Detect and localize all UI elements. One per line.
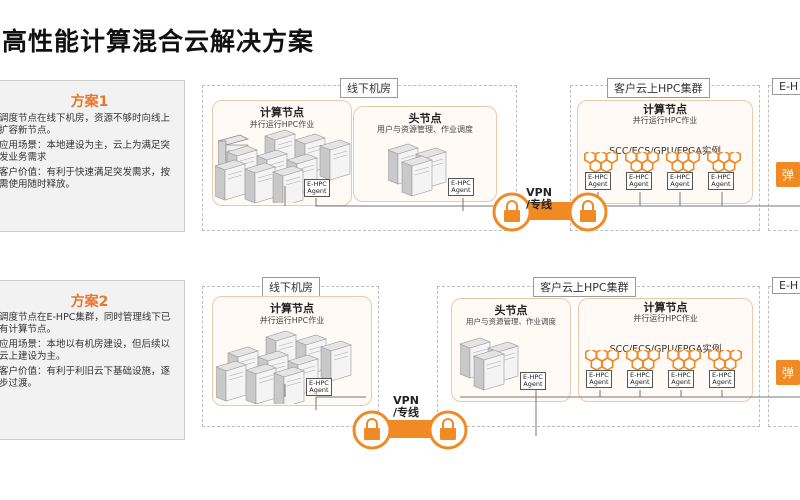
- instance-hex-icon: [666, 152, 700, 173]
- vpn-tunnel-2: [352, 410, 468, 450]
- solution-2-line-1: 调度节点在E-HPC集群，同时管理线下已有计算节点。: [0, 312, 171, 335]
- cloud-compute-1-sub: 并行运行HPC作业: [632, 116, 698, 125]
- solution-2-line-3: 客户价值：有利于利旧云下基础设施，逐步过渡。: [0, 366, 171, 389]
- solution-1-line-2: 应用场景：本地建设为主，云上为满足突发业务需求: [0, 140, 171, 163]
- solution-2-line-2: 应用场景：本地以有机房建设，但后续以云上建设为主。: [0, 339, 171, 362]
- vpn-label-2: VPN/专线: [393, 394, 420, 419]
- solution-1-heading: 方案1: [70, 94, 109, 110]
- instance-hex-icon: [707, 152, 741, 173]
- compute-node-1-sub: 并行运行HPC作业: [249, 120, 315, 129]
- cloud-compute-1-instances: SCC/ECS/GPU/FPGA实例: [609, 146, 721, 157]
- compute-node-1-title: 计算节点: [260, 106, 304, 119]
- head-node-2-title: 头节点: [494, 304, 528, 317]
- solution-1-line-3: 客户价值：有利于快速满足突发需求，按需使用随时释放。: [0, 167, 171, 190]
- head-node-1-title: 头节点: [408, 112, 442, 125]
- cloud-compute-2-sub: 并行运行HPC作业: [633, 314, 698, 323]
- ehpc-region-1-label: E-H: [772, 78, 800, 95]
- page-title: 高性能计算混合云解决方案: [2, 27, 315, 56]
- head-node-2-sub: 用户与资源管理、作业调度: [466, 317, 556, 326]
- vpn-label-1: VPN/专线: [526, 186, 553, 211]
- head-node-1-sub: 用户与资源管理、作业调度: [377, 125, 473, 134]
- instance-hex-icon: [667, 350, 701, 371]
- cloud-region-2-label: 客户云上HPC集群: [533, 277, 636, 297]
- lock-icon: [504, 200, 520, 222]
- offline-region-1-label: 线下机房: [340, 78, 398, 98]
- instance-hex-icon: [625, 152, 659, 173]
- cloud-compute-2-title: 计算节点: [643, 301, 688, 314]
- solution-1-line-1: 调度节点在线下机房，资源不够时向线上扩容新节点。: [0, 113, 171, 136]
- instance-hex-icon: [626, 350, 660, 371]
- ehpc-region-2-label: E-H: [772, 277, 800, 294]
- vpn-tunnel-1: [492, 192, 608, 232]
- cloud-region-1-label: 客户云上HPC集群: [607, 78, 710, 98]
- instance-hex-icon: [585, 350, 619, 371]
- instance-hex-icon: [708, 350, 742, 371]
- cloud-compute-1-title: 计算节点: [643, 103, 687, 116]
- lock-icon: [580, 200, 596, 222]
- solution-2-heading: 方案2: [70, 294, 109, 310]
- instance-hex-icon: [584, 152, 618, 173]
- solution-2-panel: 方案2 调度节点在E-HPC集群，同时管理线下已有计算节点。 应用场景：本地以有…: [0, 280, 185, 440]
- lock-icon: [440, 418, 456, 440]
- compute-node-2-title: 计算节点: [270, 302, 314, 315]
- elastic-button-2[interactable]: 弹: [776, 360, 800, 385]
- solution-1-panel: 方案1 调度节点在线下机房，资源不够时向线上扩容新节点。 应用场景：本地建设为主…: [0, 80, 185, 232]
- compute-node-2-sub: 并行运行HPC作业: [259, 316, 325, 325]
- cloud-compute-2-instances: SCC/ECS/GPU/FPGA实例: [609, 344, 722, 355]
- lock-icon: [364, 418, 380, 440]
- elastic-button-1[interactable]: 弹: [776, 162, 800, 187]
